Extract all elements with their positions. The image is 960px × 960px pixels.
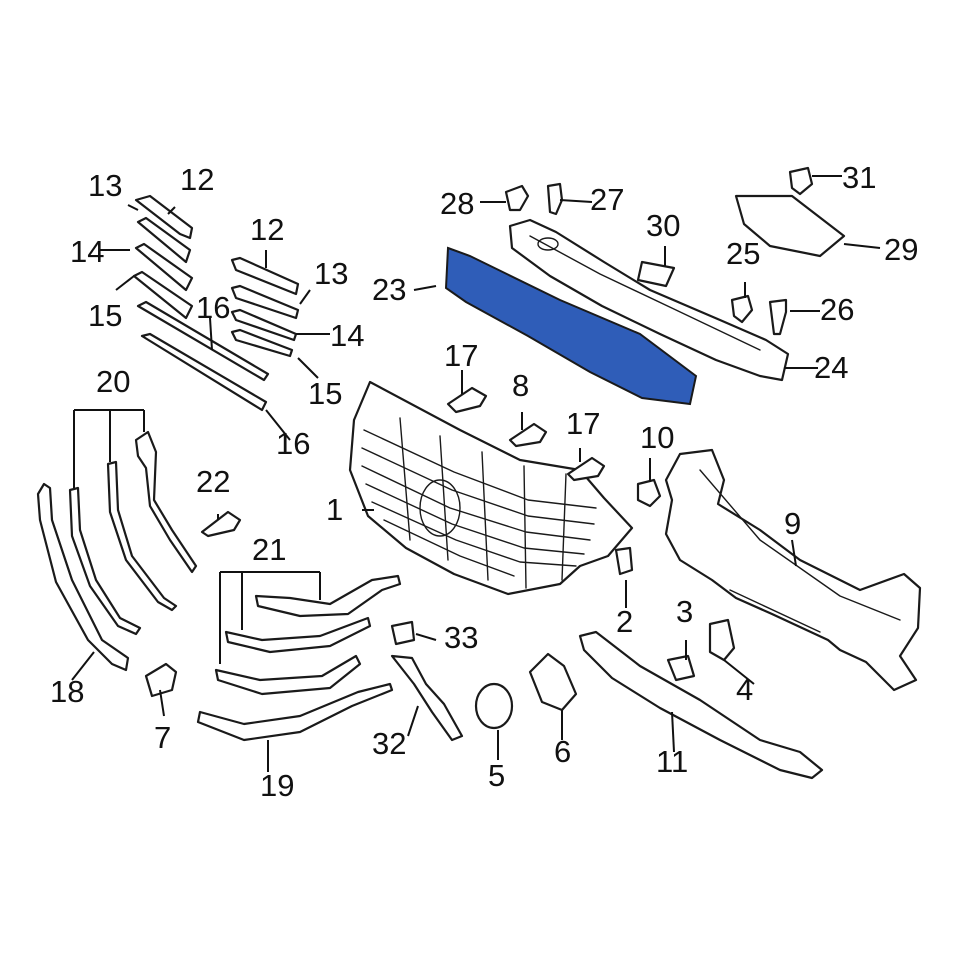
callout-14-left: 14 <box>70 234 104 269</box>
callout-8: 8 <box>512 368 529 403</box>
callout-13-left: 13 <box>88 168 122 203</box>
callout-2: 2 <box>616 604 633 639</box>
callout-24: 24 <box>814 350 848 385</box>
callout-4: 4 <box>736 672 753 707</box>
callout-30: 30 <box>646 208 680 243</box>
callout-26: 26 <box>820 292 854 327</box>
callout-22: 22 <box>196 464 230 499</box>
callout-12-left: 12 <box>180 162 214 197</box>
highlighted-seal-part-23 <box>444 246 698 406</box>
grille-assembly <box>348 380 634 596</box>
callout-33: 33 <box>444 620 478 655</box>
molding-strips-left <box>132 194 270 412</box>
callout-labels: 13 12 14 15 16 12 13 14 15 16 20 22 21 1… <box>50 160 918 803</box>
callout-15-left: 15 <box>88 298 122 333</box>
callout-18: 18 <box>50 674 84 709</box>
fasteners-center <box>200 386 662 576</box>
callout-13-center: 13 <box>314 256 348 291</box>
callout-29: 29 <box>884 232 918 267</box>
callout-6: 6 <box>554 734 571 769</box>
support-bracket <box>664 448 922 692</box>
callout-19: 19 <box>260 768 294 803</box>
callout-10: 10 <box>640 420 674 455</box>
callout-20: 20 <box>96 364 130 399</box>
fasteners-top <box>504 166 846 336</box>
lower-strips <box>144 574 402 742</box>
callout-14-center: 14 <box>330 318 364 353</box>
callout-15-center: 15 <box>308 376 342 411</box>
callout-9: 9 <box>784 506 801 541</box>
callout-17-right: 17 <box>566 406 600 441</box>
callout-23: 23 <box>372 272 406 307</box>
callout-21: 21 <box>252 532 286 567</box>
callout-7: 7 <box>154 720 171 755</box>
callout-16-center: 16 <box>276 426 310 461</box>
callout-27: 27 <box>590 182 624 217</box>
molding-strips-center <box>230 256 300 358</box>
callout-25: 25 <box>726 236 760 271</box>
callout-3: 3 <box>676 594 693 629</box>
emblem-and-sensor <box>390 620 578 742</box>
leader-lines <box>71 175 881 772</box>
callout-12-center: 12 <box>250 212 284 247</box>
callout-11: 11 <box>656 744 688 779</box>
callout-28: 28 <box>440 186 474 221</box>
callout-31: 31 <box>842 160 876 195</box>
callout-17-left: 17 <box>444 338 478 373</box>
callout-5: 5 <box>488 758 505 793</box>
callout-32: 32 <box>372 726 406 761</box>
callout-16-left: 16 <box>196 290 230 325</box>
lower-brackets <box>578 618 824 780</box>
callout-1: 1 <box>326 492 343 527</box>
side-trim-pieces <box>36 430 198 672</box>
